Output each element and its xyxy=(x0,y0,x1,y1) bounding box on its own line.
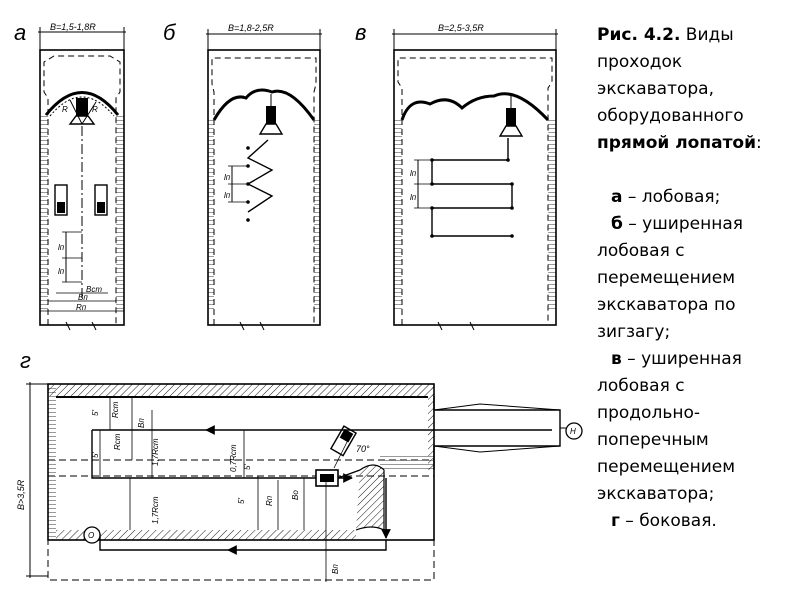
panel-g-r07st: 0,7Rст xyxy=(229,444,238,472)
panel-b-excavator xyxy=(266,106,276,124)
panel-g-rst2: Rст xyxy=(113,433,122,450)
panel-a-radius: R xyxy=(62,105,68,114)
panel-g-rp: Rп xyxy=(265,495,274,506)
panel-a-truck-left xyxy=(54,184,68,216)
panel-a-lp: lп xyxy=(58,243,65,252)
panel-g-truck xyxy=(329,425,358,457)
caption-line-5: прямой лопатой: xyxy=(597,130,797,157)
panel-b-letter: б xyxy=(163,20,177,45)
panel-g-point-n xyxy=(565,422,583,440)
panel-v-face xyxy=(400,92,550,122)
caption-title-line: Рис. 4.2. Виды xyxy=(597,22,797,49)
caption-item-11: экскаватора; xyxy=(597,484,715,504)
panel-b-lp2: lп xyxy=(224,191,231,200)
panel-b-zigzag xyxy=(246,139,274,213)
panel-g-rst1: Rст xyxy=(111,401,120,418)
caption-item-5: зигзагу; xyxy=(597,322,671,342)
panel-g-point-o xyxy=(83,526,101,544)
panel-g-bp2: Bп xyxy=(331,564,340,574)
panel-g-top-wall xyxy=(48,384,434,396)
panel-g-path-forward xyxy=(91,430,353,483)
caption-item-3: перемещением xyxy=(597,268,736,288)
panel-a-rp: Rп xyxy=(76,303,87,312)
panel-g-angle: 70° xyxy=(356,444,370,454)
panel-g-s3: 5' xyxy=(243,464,252,470)
panel-v: в B=2,5-3,5R lп lп xyxy=(355,20,558,331)
panel-a-letter: а xyxy=(14,20,26,45)
panel-g-b0: Bо xyxy=(291,490,300,500)
caption-item-8: продольно- xyxy=(597,403,700,423)
panel-v-lp2: lп xyxy=(410,193,417,202)
caption-item-12-letter: г xyxy=(611,511,620,531)
panel-g-s4: 5' xyxy=(237,498,246,504)
panel-a-bp: Bп xyxy=(78,293,88,302)
panel-a-width-label: B=1,5-1,8R xyxy=(50,22,96,32)
caption-item-6-letter: в xyxy=(611,349,622,369)
caption-colon: : xyxy=(756,133,762,153)
panel-v-wall-right xyxy=(548,118,556,310)
panel-g-s2: 5' xyxy=(91,452,100,458)
panel-g: г B>3,5R Н О xyxy=(16,348,583,582)
caption-item-2: лобовая с xyxy=(597,241,685,261)
panel-g-height-label: B>3,5R xyxy=(16,479,26,510)
panel-v-lp: lп xyxy=(410,169,417,178)
caption-item-1-letter: б xyxy=(611,214,623,234)
panel-a-lp2: lп xyxy=(58,267,65,276)
panel-g-bp: Bп xyxy=(137,418,146,428)
panel-g-face xyxy=(355,464,385,531)
caption-item-6: в – уширенная xyxy=(597,346,797,373)
caption-item-0: а – лобовая; xyxy=(597,184,797,211)
panel-a-wall-left xyxy=(40,115,48,310)
panel-v-meander xyxy=(431,138,513,237)
panel-g-r17st2: 1,7Rст xyxy=(151,496,160,524)
panel-v-width-label: B=2,5-3,5R xyxy=(438,23,484,33)
panel-a-wall-right xyxy=(116,115,124,310)
caption-line-2: проходок xyxy=(597,52,683,72)
panel-v-wall-left xyxy=(394,118,402,310)
panel-g-bottom-wall xyxy=(56,530,356,540)
caption-item-12: г – боковая. xyxy=(597,508,797,535)
caption-item-0-text: – лобовая; xyxy=(622,187,721,207)
panel-b-width-label: B=1,8-2,5R xyxy=(228,23,274,33)
caption-item-4: экскаватора по xyxy=(597,295,736,315)
panel-b-face xyxy=(212,88,316,121)
panel-a: а B=1,5-1,8R R R lп lп xyxy=(14,20,126,331)
caption-bold-part: прямой лопатой xyxy=(597,133,757,153)
caption-item-1-text: – уширенная xyxy=(622,214,743,234)
figure-caption: Рис. 4.2. Виды проходок экскаватора, обо… xyxy=(597,22,797,535)
panel-g-s1: 5' xyxy=(91,410,100,416)
caption-item-1: б – уширенная xyxy=(597,211,797,238)
panel-g-r17st: 1,7Rст xyxy=(151,438,160,466)
panel-v-letter: в xyxy=(355,20,366,45)
caption-item-10: перемещением xyxy=(597,457,736,477)
panel-b: б B=1,8-2,5R lп lп xyxy=(163,20,322,331)
caption-title-rest: Виды xyxy=(680,25,734,45)
caption-item-6-text: – уширенная xyxy=(621,349,742,369)
caption-item-9: поперечным xyxy=(597,430,709,450)
panel-g-n-label: Н xyxy=(570,427,576,436)
caption-line-3: экскаватора, xyxy=(597,79,714,99)
panel-v-excavator xyxy=(506,108,516,126)
panel-b-wall-right xyxy=(314,120,320,310)
caption-fig-number: Рис. 4.2. xyxy=(597,25,681,45)
caption-item-7: лобовая с xyxy=(597,376,685,396)
panel-g-o-label: О xyxy=(88,531,94,540)
caption-item-0-letter: а xyxy=(611,187,623,207)
panel-g-letter: г xyxy=(20,348,31,373)
panel-a-radius2: R xyxy=(92,105,98,114)
panel-b-lp: lп xyxy=(224,173,231,182)
caption-line-4: оборудованного xyxy=(597,106,744,126)
panel-a-face xyxy=(44,91,120,116)
caption-spacer xyxy=(597,157,797,184)
panel-a-excavator xyxy=(76,98,88,116)
panel-a-bst: Bст xyxy=(86,285,102,294)
panel-a-truck-right xyxy=(94,184,108,216)
panel-b-wall-left xyxy=(208,120,214,310)
caption-item-12-text: – боковая. xyxy=(619,511,717,531)
